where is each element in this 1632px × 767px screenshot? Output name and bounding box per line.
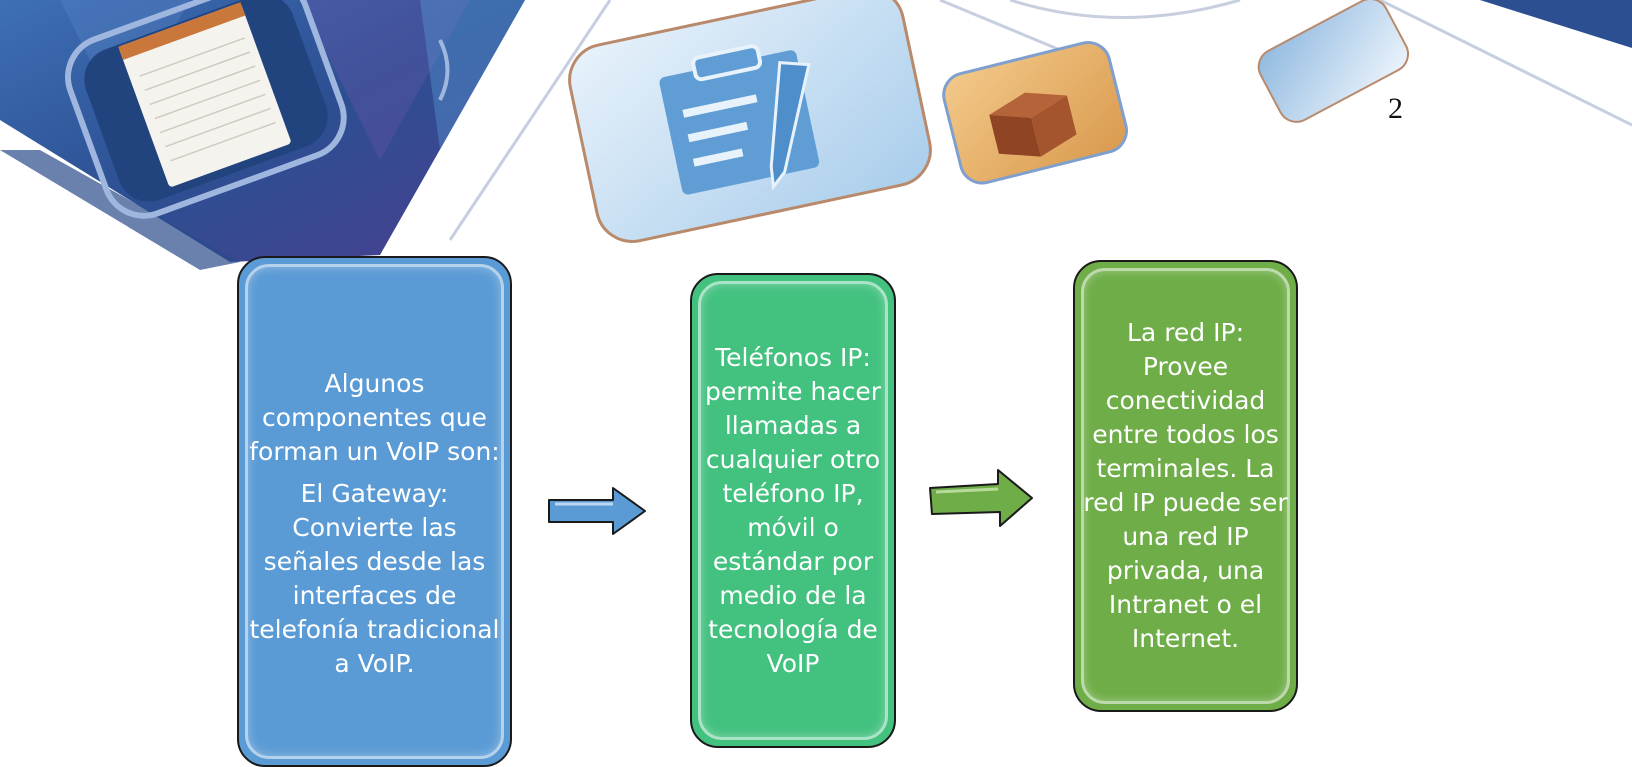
step-box-ip-network: La red IP: Provee conectividad entre tod… (1073, 260, 1298, 712)
step-text: La red IP: Provee conectividad entre tod… (1083, 318, 1288, 653)
arrow-right-icon (548, 487, 646, 535)
decorative-card (1257, 0, 1410, 123)
step-box-gateway: Algunos componentes que forman un VoIP s… (237, 256, 512, 767)
right-banner (1480, 0, 1632, 48)
step-text: Teléfonos IP: permite hacer llamadas a c… (704, 342, 882, 678)
step-text: Algunos componentes que forman un VoIP s… (249, 368, 500, 466)
notepad-icon (65, 0, 347, 219)
page-number: 2 (1388, 92, 1403, 125)
step-box-ip-phones: Teléfonos IP: permite hacer llamadas a c… (690, 273, 896, 748)
decorative-lines (448, 0, 1632, 241)
step-text: El Gateway: Convierte las señales desde … (249, 478, 500, 678)
arrow-right-icon (929, 469, 1033, 527)
box-icon (942, 41, 1128, 185)
clipboard-icon (568, 0, 932, 243)
